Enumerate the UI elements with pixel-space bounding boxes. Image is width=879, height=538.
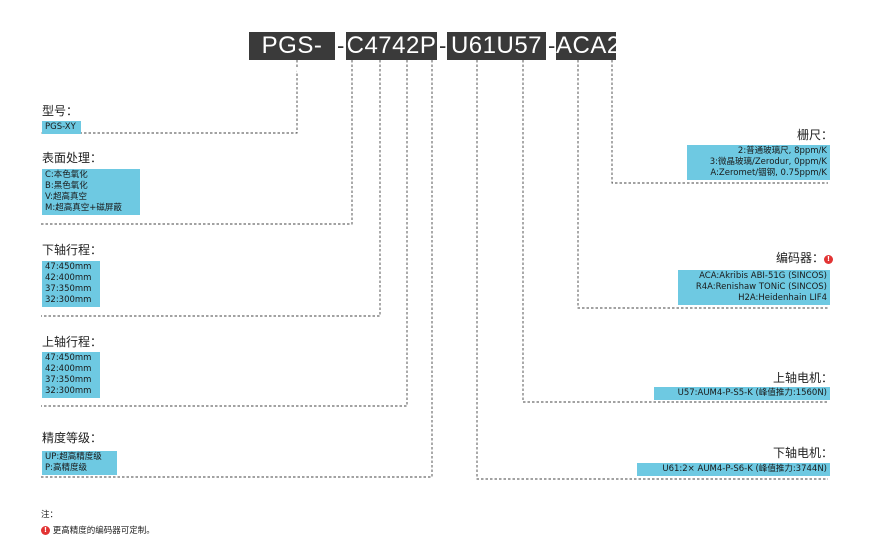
option-item: V:超高真空 bbox=[45, 192, 87, 202]
lower-axis-motor-options: U61:2× AUM4-P-S6-K (峰值推力:3744N) bbox=[637, 463, 830, 476]
lower-axis-stroke-title: 下轴行程： bbox=[42, 243, 103, 257]
surface-treatment-options: C:本色氧化 B:黑色氧化 V:超高真空 M:超高真空+磁屏蔽 bbox=[42, 169, 140, 215]
option-item: R4A:Renishaw TONiC (SINCOS) bbox=[695, 282, 827, 292]
option-item: U57:AUM4-P-S5-K (峰值推力:1560N) bbox=[677, 388, 827, 398]
option-item: 32:300mm bbox=[45, 295, 92, 305]
option-item: 2:普通玻璃尺, 8ppm/K bbox=[737, 146, 827, 156]
option-item: B:黑色氧化 bbox=[45, 181, 88, 191]
option-item: 42:400mm bbox=[45, 364, 92, 374]
accuracy-grade-title: 精度等级： bbox=[42, 431, 103, 445]
option-item: H2A:Heidenhain LIF4 bbox=[738, 293, 827, 303]
model-options: PGS-XY bbox=[42, 121, 81, 134]
lower-axis-stroke-options: 47:450mm 42:400mm 37:350mm 32:300mm bbox=[42, 261, 100, 307]
encoder-options: ACA:Akribis ABI-51G (SINCOS) R4A:Renisha… bbox=[678, 270, 830, 305]
code-segment-stroke: C4742P bbox=[346, 32, 437, 60]
option-item: U61:2× AUM4-P-S6-K (峰值推力:3744N) bbox=[662, 464, 827, 474]
code-separator: - bbox=[337, 33, 345, 58]
surface-treatment-title: 表面处理： bbox=[42, 151, 103, 165]
custom-note-marker-icon: ! bbox=[824, 255, 833, 264]
note-item: ! 更高精度的编码器可定制。 bbox=[41, 524, 155, 536]
option-item: P:高精度级 bbox=[45, 463, 87, 473]
accuracy-grade-options: UP:超高精度级 P:高精度级 bbox=[42, 451, 117, 475]
upper-axis-motor-options: U57:AUM4-P-S5-K (峰值推力:1560N) bbox=[654, 387, 830, 400]
upper-axis-stroke-title: 上轴行程： bbox=[42, 335, 103, 349]
scale-options: 2:普通玻璃尺, 8ppm/K 3:微晶玻璃/Zerodur, 0ppm/K A… bbox=[687, 145, 830, 180]
upper-axis-motor-title: 上轴电机： bbox=[772, 371, 833, 385]
code-segment-series: PGS-XY bbox=[249, 32, 335, 87]
option-item: 3:微晶玻璃/Zerodur, 0ppm/K bbox=[709, 157, 827, 167]
option-item: 37:350mm bbox=[45, 284, 92, 294]
code-segment-motor: U61U57 bbox=[447, 32, 546, 60]
option-item: 47:450mm bbox=[45, 353, 92, 363]
option-item: ACA:Akribis ABI-51G (SINCOS) bbox=[699, 271, 827, 281]
option-item: 47:450mm bbox=[45, 262, 92, 272]
code-segment-encoder: ACA2 bbox=[556, 32, 621, 60]
option-item: 32:300mm bbox=[45, 386, 92, 396]
code-separator: - bbox=[548, 33, 556, 58]
option-item: A:Zeromet/铟钢, 0.75ppm/K bbox=[710, 168, 827, 178]
model-title: 型号： bbox=[42, 104, 79, 118]
option-item: 42:400mm bbox=[45, 273, 92, 283]
notes-heading: 注： bbox=[41, 510, 59, 520]
option-item: C:本色氧化 bbox=[45, 170, 88, 180]
option-item: 37:350mm bbox=[45, 375, 92, 385]
option-item: M:超高真空+磁屏蔽 bbox=[45, 203, 122, 213]
code-separator: - bbox=[439, 33, 447, 58]
encoder-title-row: 编码器：! bbox=[776, 251, 833, 265]
upper-axis-stroke-options: 47:450mm 42:400mm 37:350mm 32:300mm bbox=[42, 352, 100, 398]
option-item: UP:超高精度级 bbox=[45, 452, 102, 462]
scale-title: 栅尺： bbox=[796, 128, 833, 142]
encoder-title: 编码器： bbox=[775, 251, 824, 265]
lower-axis-motor-title: 下轴电机： bbox=[772, 446, 833, 460]
option-item: PGS-XY bbox=[45, 122, 76, 132]
custom-note-marker-icon: ! bbox=[41, 526, 50, 535]
note-text: 更高精度的编码器可定制。 bbox=[52, 526, 155, 536]
